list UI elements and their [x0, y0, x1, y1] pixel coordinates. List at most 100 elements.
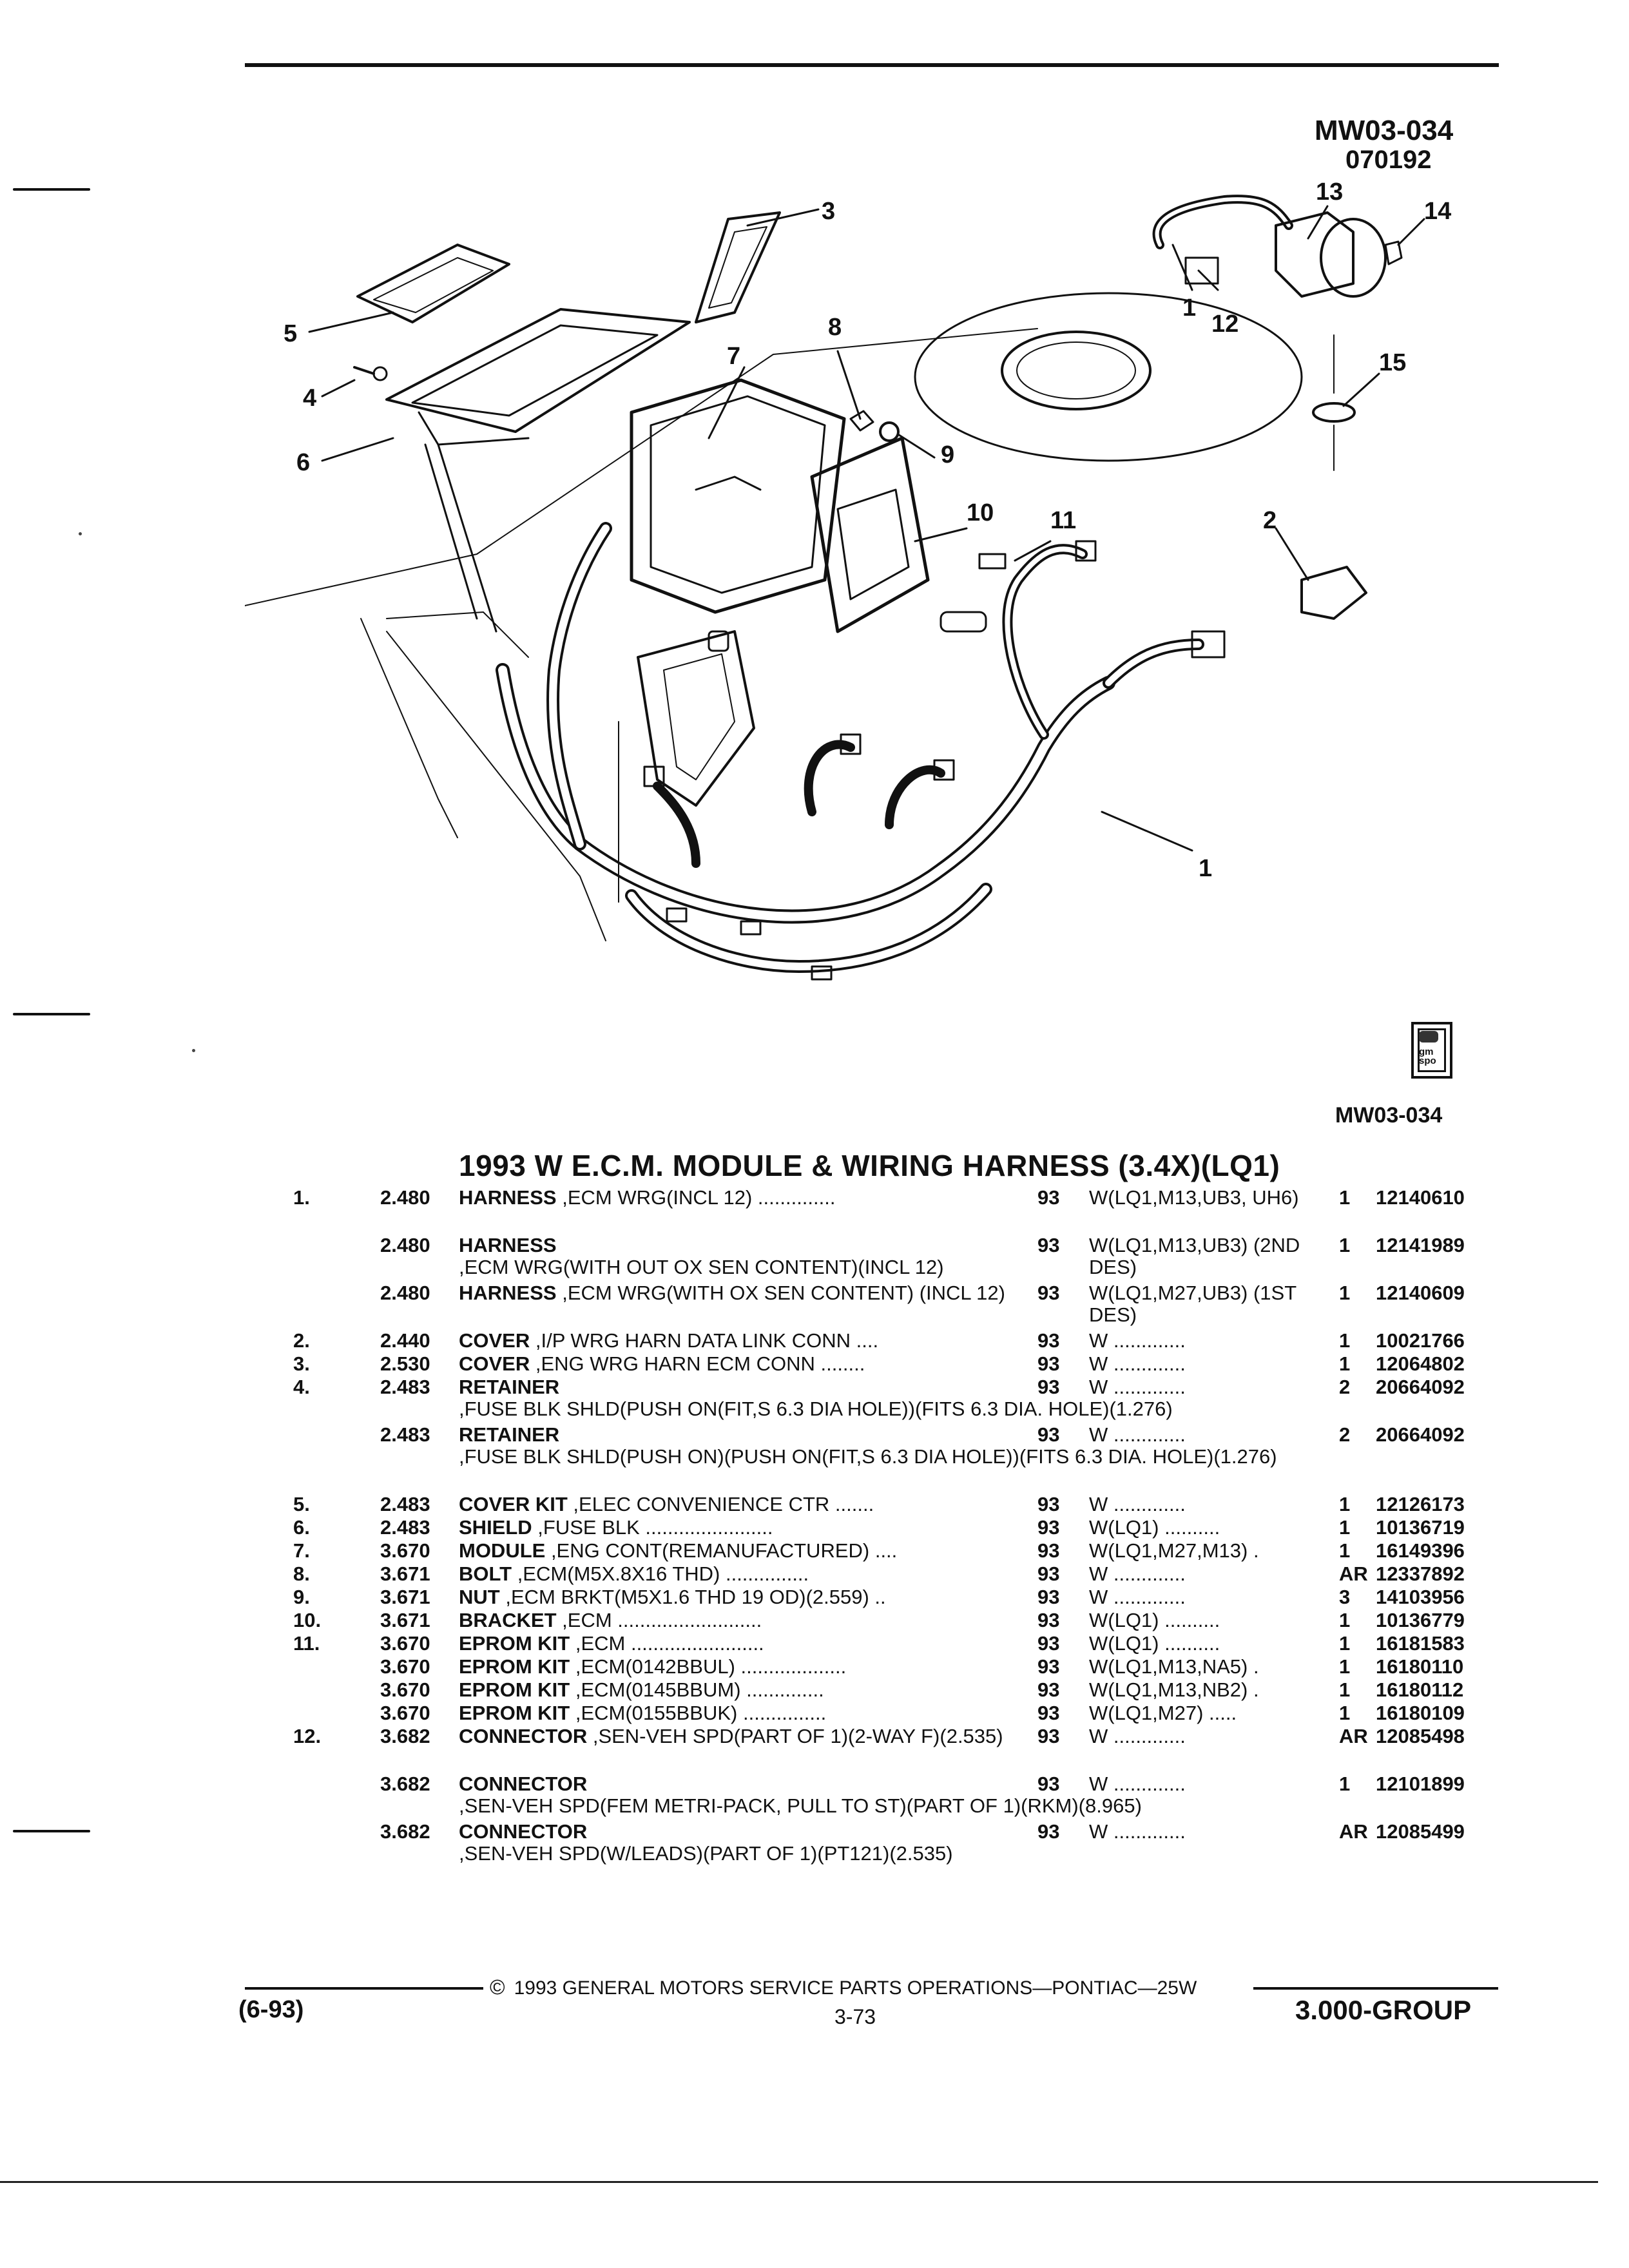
part-number: 12101899 — [1376, 1773, 1465, 1795]
part-description: HARNESS ,ECM WRG(INCL 12) .............. — [459, 1187, 1019, 1209]
part-desc-text: ,ECM BRKT(M5X1.6 THD 19 OD)(2.559) .. — [499, 1586, 886, 1608]
part-number: 12085498 — [1376, 1725, 1465, 1747]
part-number: 16181583 — [1376, 1632, 1465, 1655]
quantity: 1 — [1339, 1516, 1351, 1539]
binder-mark — [13, 188, 90, 191]
part-name: SHIELD — [459, 1516, 532, 1539]
part-number: 12337892 — [1376, 1562, 1465, 1585]
part-name: MODULE — [459, 1539, 546, 1562]
model-year: 93 — [1037, 1329, 1060, 1352]
model-usage: W ............. — [1089, 1586, 1186, 1608]
footer-date: (6-93) — [238, 1996, 304, 2023]
callout-2: 2 — [1263, 507, 1277, 534]
model-year: 93 — [1037, 1609, 1060, 1631]
quantity: 1 — [1339, 1493, 1351, 1515]
part-desc-text: ,ECM WRG(INCL 12) .............. — [556, 1186, 836, 1209]
page-number: 3-73 — [834, 2005, 876, 2028]
group-number: 3.682 — [380, 1820, 430, 1843]
quantity: AR — [1339, 1562, 1368, 1585]
group-number: 3.670 — [380, 1632, 430, 1655]
part-desc-text: ,ECM(0142BBUL) ................... — [570, 1655, 847, 1678]
quantity: 3 — [1339, 1586, 1351, 1608]
model-year: 93 — [1037, 1702, 1060, 1724]
model-usage: W ............. — [1089, 1352, 1186, 1375]
callout-6: 6 — [296, 449, 310, 476]
part-name: COVER KIT — [459, 1493, 568, 1515]
footer-copyright: ©1993 GENERAL MOTORS SERVICE PARTS OPERA… — [490, 1975, 1197, 1999]
item-number: 12. — [293, 1725, 322, 1747]
quantity: 1 — [1339, 1678, 1351, 1701]
model-usage: W ............. — [1089, 1820, 1186, 1843]
part-number: 10136719 — [1376, 1516, 1465, 1539]
part-name: EPROM KIT — [459, 1655, 570, 1678]
callout-1-harness: 1 — [1199, 855, 1212, 882]
part-description: COVER ,I/P WRG HARN DATA LINK CONN .... — [459, 1330, 1019, 1352]
part-name: EPROM KIT — [459, 1678, 570, 1701]
part-desc-text: ,ENG WRG HARN ECM CONN ........ — [530, 1352, 865, 1375]
part-name: HARNESS — [459, 1234, 557, 1256]
model-usage: W(LQ1,M13,UB3) (2ND DES) — [1089, 1234, 1300, 1278]
model-usage: W(LQ1,M27,UB3) (1ST DES) — [1089, 1282, 1296, 1326]
quantity: 1 — [1339, 1655, 1351, 1678]
part-description: COVER KIT ,ELEC CONVENIENCE CTR ....... — [459, 1494, 1019, 1515]
part-number: 12141989 — [1376, 1234, 1465, 1256]
part-name: COVER — [459, 1329, 530, 1352]
group-number: 3.670 — [380, 1702, 430, 1724]
part-name: RETAINER — [459, 1376, 560, 1398]
part-description: RETAINER ,FUSE BLK SHLD(PUSH ON(FIT,S 6.… — [459, 1376, 1173, 1420]
quantity: 1 — [1339, 1609, 1351, 1631]
part-name: HARNESS — [459, 1282, 557, 1304]
part-name: CONNECTOR — [459, 1725, 588, 1747]
item-number: 5. — [293, 1493, 310, 1515]
callout-8: 8 — [828, 314, 842, 341]
model-usage: W ............. — [1089, 1493, 1186, 1515]
quantity: 1 — [1339, 1329, 1351, 1352]
part-description: EPROM KIT ,ECM ........................ — [459, 1633, 1019, 1655]
callout-10: 10 — [967, 499, 994, 526]
model-year: 93 — [1037, 1234, 1060, 1256]
part-name: BRACKET — [459, 1609, 557, 1631]
part-desc-text: ,SEN-VEH SPD(PART OF 1)(2-WAY F)(2.535) — [587, 1725, 1003, 1747]
model-year: 93 — [1037, 1820, 1060, 1843]
group-number: 2.480 — [380, 1186, 430, 1209]
part-description: HARNESS ,ECM WRG(WITH OX SEN CONTENT) (I… — [459, 1282, 1019, 1304]
part-number: 12064802 — [1376, 1352, 1465, 1375]
model-year: 93 — [1037, 1562, 1060, 1585]
model-usage: W ............. — [1089, 1329, 1186, 1352]
model-year: 93 — [1037, 1632, 1060, 1655]
group-number: 3.670 — [380, 1655, 430, 1678]
exploded-view-diagram: 5 4 6 3 7 8 9 10 11 2 1 1 12 13 14 15 — [245, 178, 1451, 981]
model-usage: W(LQ1,M27,M13) . — [1089, 1539, 1259, 1562]
part-number: 10021766 — [1376, 1329, 1465, 1352]
item-number: 10. — [293, 1609, 322, 1631]
part-number: 14103956 — [1376, 1586, 1465, 1608]
part-desc-text: ,ECM ........................ — [570, 1632, 764, 1655]
part-description: COVER ,ENG WRG HARN ECM CONN ........ — [459, 1353, 1019, 1375]
part-description: BRACKET ,ECM .......................... — [459, 1610, 1019, 1631]
group-number: 3.671 — [380, 1562, 430, 1585]
callout-1-top: 1 — [1182, 294, 1196, 322]
part-name: CONNECTOR — [459, 1773, 588, 1795]
part-desc-text: ,ECM(0145BBUM) .............. — [570, 1678, 824, 1701]
group-number: 2.530 — [380, 1352, 430, 1375]
model-year: 93 — [1037, 1376, 1060, 1398]
model-usage: W(LQ1,M13,NA5) . — [1089, 1655, 1259, 1678]
model-usage: W(LQ1,M27) ..... — [1089, 1702, 1237, 1724]
model-usage: W ............. — [1089, 1725, 1186, 1747]
model-year: 93 — [1037, 1282, 1060, 1304]
model-year: 93 — [1037, 1586, 1060, 1608]
binder-mark — [13, 1830, 90, 1832]
model-usage: W(LQ1,M13,UB3, UH6) — [1089, 1186, 1299, 1209]
quantity: 2 — [1339, 1376, 1351, 1398]
part-number: 20664092 — [1376, 1423, 1465, 1446]
model-usage: W(LQ1) .......... — [1089, 1516, 1220, 1539]
part-description: CONNECTOR ,SEN-VEH SPD(FEM METRI-PACK, P… — [459, 1773, 1142, 1817]
model-usage: W ............. — [1089, 1423, 1186, 1446]
part-desc-text: ,I/P WRG HARN DATA LINK CONN .... — [530, 1329, 879, 1352]
group-number: 3.670 — [380, 1539, 430, 1562]
part-number: 12140609 — [1376, 1282, 1465, 1304]
quantity: 2 — [1339, 1423, 1351, 1446]
callout-5: 5 — [284, 320, 297, 347]
callout-15: 15 — [1379, 349, 1406, 376]
gm-spo-logo: gm spo — [1411, 1022, 1452, 1079]
